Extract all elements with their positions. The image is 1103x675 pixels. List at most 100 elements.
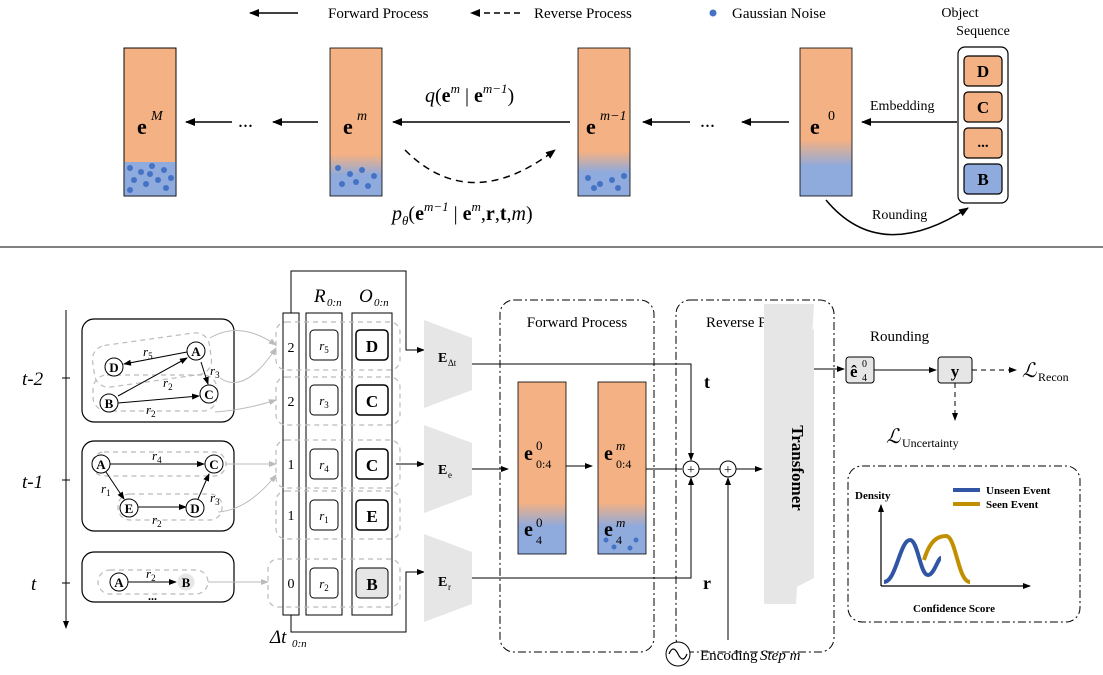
svg-text:r: r [448,582,451,592]
svg-text:C: C [366,456,378,475]
g1-edge-r3: r3 [210,363,220,380]
delta-label: Δt [269,627,287,648]
svg-text:E: E [366,507,377,526]
svg-text:0:4: 0:4 [616,457,631,471]
svg-text:Δt: Δt [448,358,457,368]
object-sequence-title-1: Object [941,6,978,21]
ellipsis-1: ... [238,110,253,132]
g2-node-C: C [209,457,218,472]
g1-node-B: B [105,396,114,411]
r-vector: r [703,573,711,593]
legend-noise: Gaussian Noise [732,6,826,22]
g3-node-A: A [114,575,124,590]
forward-process-label: Forward Process [527,315,628,331]
g2-edge-r3: r3 [210,490,220,507]
noise-dots-em1 [585,173,627,191]
delta-sub: 0:n [292,638,307,650]
p-formula: pθ(em−1 | em,r,t,m) [390,199,533,228]
svg-text:0: 0 [536,438,543,453]
svg-text:e: e [604,519,613,541]
svg-text:E: E [438,463,447,478]
bar-em1 [578,48,630,196]
event-table: R 0:n O 0:n 2 r5 D [267,286,401,650]
loss-recon-symbol: ℒ [1022,360,1037,382]
svg-text:+: + [687,463,695,478]
bottom-pipeline: t-2 t-1 t D A B C r5 r3 r2 r2 [22,270,1081,667]
ellipsis-2: ... [700,110,715,132]
svg-text:2: 2 [288,341,295,356]
g1-node-A: A [191,344,201,359]
label-eM-sup: M [150,109,164,124]
svg-text:e: e [810,114,820,139]
density-box [847,465,1081,623]
svg-text:e: e [524,519,533,541]
unseen-curve [883,537,943,584]
g3-more: ... [148,589,157,603]
noise-dots-em [335,165,377,189]
graph-t: A B r2 ... [81,551,235,603]
svg-text:r4: r4 [319,457,329,474]
label-em1-sup: m−1 [600,109,627,124]
svg-text:m: m [616,515,625,530]
g3-edge-r2: r2 [146,566,156,583]
label-em-sup: m [357,109,367,124]
encoder-e: E e [424,425,472,513]
g1-node-D: D [109,360,118,375]
graph-row-connectors [208,329,277,585]
loss-unc-label: Uncertainty [902,436,959,450]
object-sequence-title-2: Sequence [956,24,1010,39]
svg-text:e: e [343,114,353,139]
svg-text:e: e [604,443,613,465]
sequence-items: D C ... B [963,55,1003,195]
g1-edge-r5: r5 [143,344,153,361]
sequence-item-D: D [977,62,989,81]
svg-text:2: 2 [288,395,295,410]
g2-node-E: E [125,501,134,516]
label-e: e [137,114,147,139]
svg-text:4: 4 [862,373,867,384]
reverse-process-box [675,299,835,653]
noise-dots-eM [127,163,174,193]
loss-unc-symbol: ℒ [886,426,901,448]
g2-edge-r1: r1 [101,481,111,498]
svg-text:0: 0 [288,577,295,592]
svg-text:1: 1 [288,458,295,473]
rounding-label-top: Rounding [872,208,927,223]
g2-edge-r2: r2 [152,512,162,529]
top-diffusion: e M ... e m q(em | em−1) pθ(em−1 | em,r,… [123,6,1010,236]
svg-text:r1: r1 [319,508,329,525]
svg-text:r5: r5 [319,338,329,355]
forward-process-box [499,299,655,653]
time-label-t1: t-1 [22,472,43,493]
legend-seen: Seen Event [986,499,1039,511]
sequence-item-B: B [977,170,988,189]
embedding-label: Embedding [870,99,935,114]
svg-text:m: m [616,438,625,453]
table-row: 1 r1 E [288,499,389,531]
bar-em [330,48,382,196]
svg-text:r2: r2 [319,576,329,593]
encoder-r: E r [424,534,472,622]
noise-dot-icon [709,9,717,17]
legend-reverse: Reverse Process [534,6,632,22]
rounding-curve [825,199,969,236]
svg-text:0:4: 0:4 [536,457,551,471]
time-label-t2: t-2 [22,369,44,390]
g2-node-D: D [190,501,199,516]
label-e0-sup: 0 [828,109,835,124]
graph-t1: A C E D r4 r1 r2 r3 [81,440,235,532]
svg-text:4: 4 [616,533,622,547]
table-row: 0 r2 B [288,567,389,599]
reverse-curve [404,149,556,184]
g1-node-C: C [204,387,213,402]
O-label: O [359,286,373,307]
bar-em-04 [597,381,647,555]
table-row: 1 r4 C [288,448,389,480]
svg-text:1: 1 [288,509,295,524]
g2-node-A: A [96,457,106,472]
svg-text:e: e [586,114,596,139]
legend-forward: Forward Process [328,6,429,22]
legend-unseen: Unseen Event [986,485,1051,497]
O-sub: 0:n [374,297,389,309]
